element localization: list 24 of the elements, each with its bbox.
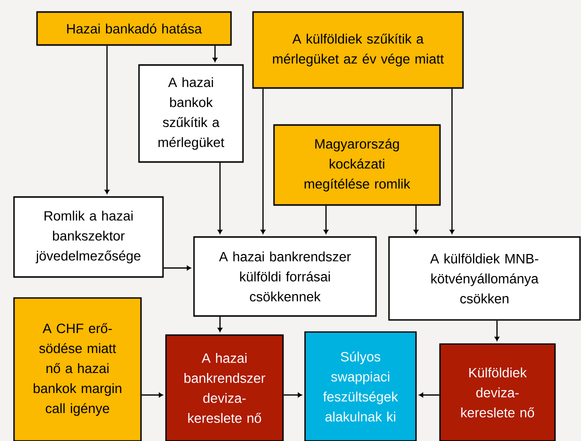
- cause-box: Romlik a hazai bankszektor jövedelmezősége: [13, 196, 164, 278]
- arrow: [450, 88, 454, 234]
- cause-box: Súlyos swappiaci feszültségek alakulnak ki: [304, 331, 417, 441]
- arrow: [284, 392, 302, 398]
- arrow: [260, 88, 266, 234]
- arrow: [142, 392, 163, 398]
- cause-box: A hazai bankrendszer külföldi forrásai csökkennek: [193, 236, 377, 317]
- arrow: [419, 392, 440, 398]
- cause-box: Hazai bankadó hatása: [36, 11, 232, 46]
- arrow: [414, 206, 418, 234]
- arrow: [218, 316, 222, 332]
- arrow: [494, 320, 500, 341]
- cause-box: Magyarország kockázati megítélése romlik: [273, 124, 441, 206]
- arrow: [218, 162, 222, 234]
- arrow: [164, 266, 191, 270]
- cause-box: A külföldiek MNB-kötvényállománya csökken: [388, 236, 581, 321]
- cause-box: A hazai bankrendszer deviza-kereslete nő: [165, 334, 284, 441]
- cause-box: A külföldiek szűkítik a mérlegüket az év vége miatt: [252, 11, 464, 89]
- arrow: [212, 46, 218, 62]
- cause-box: Külföldiek deviza-kereslete nő: [439, 343, 556, 441]
- cause-box: A hazai bankok szűkítik a mérlegüket: [138, 64, 244, 163]
- cause-box: A CHF erő-södése miatt nő a hazai bankok margin call igénye: [13, 297, 142, 441]
- arrow: [324, 206, 328, 234]
- arrow: [104, 46, 110, 194]
